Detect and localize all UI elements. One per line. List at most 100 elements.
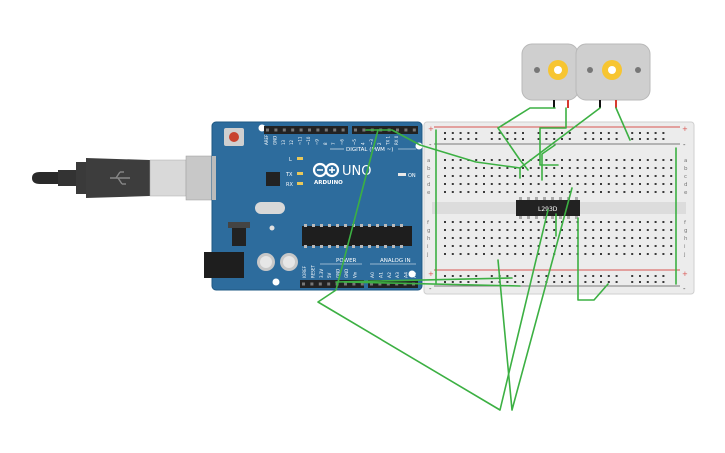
wires[interactable] [317, 107, 677, 411]
breadboard-hole[interactable] [639, 253, 641, 255]
wire[interactable] [539, 107, 567, 166]
breadboard-hole[interactable] [600, 183, 602, 185]
breadboard-hole[interactable] [670, 167, 673, 169]
breadboard-hole[interactable] [444, 221, 446, 223]
rail-hole[interactable] [475, 132, 478, 134]
rail-hole[interactable] [639, 138, 641, 140]
header-pin[interactable] [282, 128, 286, 132]
header-pin[interactable] [316, 128, 320, 132]
rail-hole[interactable] [498, 138, 501, 140]
breadboard-hole[interactable] [646, 167, 649, 169]
breadboard-holes[interactable] [444, 132, 673, 283]
breadboard-hole[interactable] [623, 159, 626, 161]
breadboard-hole[interactable] [451, 159, 454, 161]
breadboard-hole[interactable] [568, 191, 571, 193]
breadboard-hole[interactable] [615, 175, 618, 177]
reset-button[interactable] [224, 128, 244, 146]
rail-hole[interactable] [654, 138, 657, 140]
breadboard-hole[interactable] [553, 245, 556, 247]
breadboard-hole[interactable] [459, 183, 462, 185]
rail-hole[interactable] [444, 275, 446, 277]
rail-hole[interactable] [646, 275, 649, 277]
breadboard-hole[interactable] [467, 237, 470, 239]
breadboard-hole[interactable] [467, 253, 470, 255]
breadboard-hole[interactable] [451, 167, 454, 169]
breadboard-hole[interactable] [545, 191, 548, 193]
rail-hole[interactable] [451, 281, 454, 283]
breadboard-hole[interactable] [475, 221, 478, 223]
breadboard-hole[interactable] [522, 221, 524, 223]
rail-hole[interactable] [615, 281, 618, 283]
breadboard-hole[interactable] [498, 253, 501, 255]
breadboard-hole[interactable] [623, 229, 626, 231]
breadboard-hole[interactable] [662, 159, 665, 161]
breadboard-hole[interactable] [607, 167, 610, 169]
breadboard-hole[interactable] [537, 183, 540, 185]
breadboard-hole[interactable] [483, 191, 485, 193]
rail-hole[interactable] [592, 138, 595, 140]
breadboard-hole[interactable] [646, 183, 649, 185]
breadboard-hole[interactable] [584, 159, 587, 161]
breadboard-hole[interactable] [639, 237, 641, 239]
header-pin[interactable] [354, 128, 357, 132]
rail-hole[interactable] [545, 275, 548, 277]
breadboard-hole[interactable] [498, 221, 501, 223]
breadboard-hole[interactable] [506, 191, 509, 193]
breadboard-hole[interactable] [444, 167, 446, 169]
rail-hole[interactable] [451, 275, 454, 277]
breadboard-hole[interactable] [545, 159, 548, 161]
breadboard-hole[interactable] [615, 221, 618, 223]
rail-hole[interactable] [584, 138, 587, 140]
rail-hole[interactable] [459, 275, 462, 277]
breadboard-hole[interactable] [592, 167, 595, 169]
breadboard-hole[interactable] [631, 167, 634, 169]
breadboard-hole[interactable] [490, 159, 493, 161]
breadboard-hole[interactable] [483, 159, 485, 161]
breadboard-hole[interactable] [561, 229, 563, 231]
breadboard-hole[interactable] [545, 237, 548, 239]
breadboard-hole[interactable] [514, 253, 517, 255]
breadboard-hole[interactable] [529, 245, 532, 247]
breadboard-hole[interactable] [670, 245, 673, 247]
breadboard-hole[interactable] [584, 237, 587, 239]
dc-motor-2[interactable] [575, 43, 651, 108]
breadboard-hole[interactable] [553, 191, 556, 193]
breadboard-hole[interactable] [662, 237, 665, 239]
breadboard-hole[interactable] [639, 229, 641, 231]
l293d-chip[interactable]: L293D [516, 197, 580, 219]
rail-hole[interactable] [561, 275, 563, 277]
breadboard-hole[interactable] [545, 183, 548, 185]
breadboard-hole[interactable] [498, 191, 501, 193]
breadboard-hole[interactable] [522, 167, 524, 169]
breadboard-hole[interactable] [607, 159, 610, 161]
breadboard-hole[interactable] [537, 175, 540, 177]
breadboard-hole[interactable] [475, 175, 478, 177]
rail-hole[interactable] [522, 281, 524, 283]
breadboard-hole[interactable] [615, 253, 618, 255]
rail-hole[interactable] [498, 132, 501, 134]
breadboard-hole[interactable] [600, 229, 602, 231]
breadboard-hole[interactable] [529, 237, 532, 239]
rail-hole[interactable] [639, 132, 641, 134]
breadboard-hole[interactable] [475, 253, 478, 255]
breadboard-hole[interactable] [592, 191, 595, 193]
breadboard-hole[interactable] [607, 191, 610, 193]
breadboard-hole[interactable] [475, 159, 478, 161]
breadboard-hole[interactable] [553, 229, 556, 231]
breadboard-hole[interactable] [623, 167, 626, 169]
breadboard-hole[interactable] [506, 253, 509, 255]
rail-hole[interactable] [467, 138, 470, 140]
header-pin[interactable] [386, 282, 390, 286]
breadboard-hole[interactable] [646, 237, 649, 239]
breadboard-hole[interactable] [576, 159, 579, 161]
breadboard-hole[interactable] [615, 159, 618, 161]
rail-hole[interactable] [654, 132, 657, 134]
breadboard-hole[interactable] [537, 237, 540, 239]
rail-hole[interactable] [568, 275, 571, 277]
breadboard-hole[interactable] [451, 191, 454, 193]
breadboard-hole[interactable] [607, 245, 610, 247]
breadboard-hole[interactable] [631, 245, 634, 247]
breadboard-hole[interactable] [615, 245, 618, 247]
breadboard-hole[interactable] [662, 183, 665, 185]
breadboard-hole[interactable] [584, 167, 587, 169]
